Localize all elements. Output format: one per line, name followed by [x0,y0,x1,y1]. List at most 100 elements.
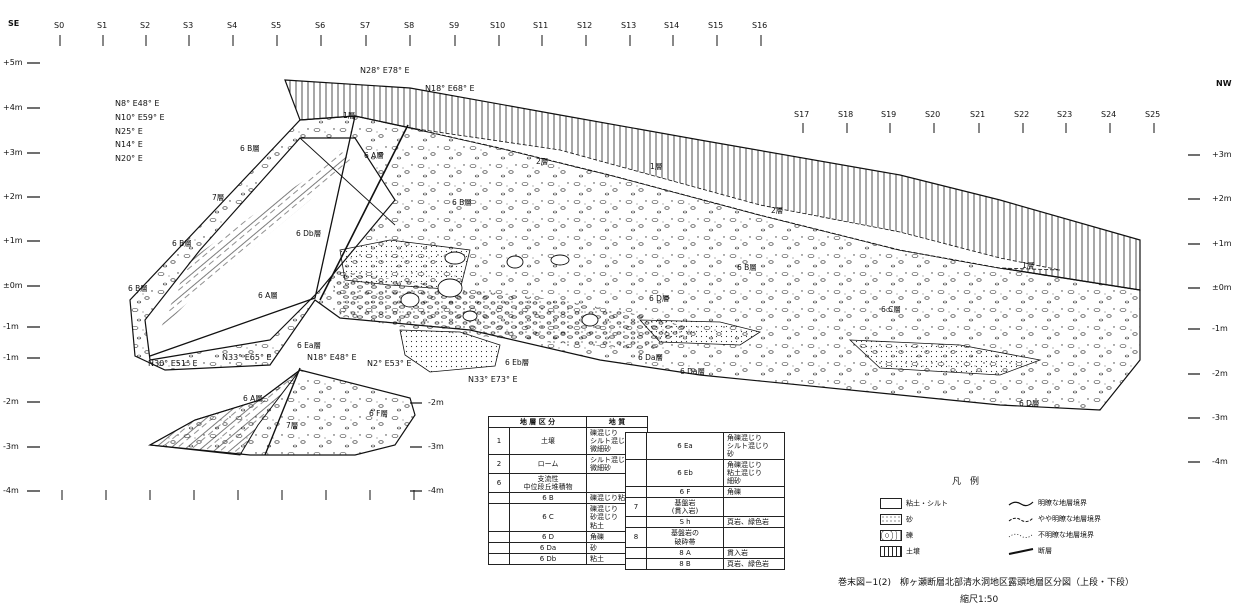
station-label: S15 [708,21,724,30]
table-header: 地 層 区 分 地 質 [488,415,648,429]
bedrock-wedge-upper [144,137,396,361]
level-label: -3m [1212,413,1228,422]
table-cell: 8 B [646,557,724,570]
bedrock-streaks-upper [160,150,350,330]
top-station-ticks [59,35,762,46]
legend-item-clay: 粘土・シルト [880,498,948,509]
orientation-annotation: N30° E51° E [148,359,198,368]
layer-label: 6 C層 [881,305,901,314]
legend-label: 断層 [1038,547,1052,555]
lower-station-ticks [802,123,1155,133]
station-label: S8 [404,21,415,30]
legend-item-unclear-boundary: 不明瞭な地層境界 [1008,530,1094,540]
level-label: +3m [1212,150,1232,159]
station-label: S4 [227,21,238,30]
legend-item-soil: 土壌 [880,546,920,557]
layer-label: 6 Da層 [680,367,706,376]
strike-label: N20° E [115,154,143,163]
left-level-dashes [27,62,40,492]
station-label: S9 [449,21,460,30]
station-label: S21 [970,110,986,119]
station-label: S7 [360,21,371,30]
table-cell: 基盤岩 (貫入岩) [646,497,724,518]
table-cell [625,459,647,488]
level-label: -2m [1212,369,1228,378]
stratigraphy-table-left: 地 層 区 分 地 質 1 土壌 礫混じり シルト混じり 微細砂 2 ローム シ… [488,415,648,565]
table-cell: 6 D [509,530,587,543]
table-header-cell: 地 層 区 分 [488,415,587,429]
fault-line-2 [299,137,396,226]
table-cell [723,527,785,548]
table-cell: 頁岩、緑色岩 [723,516,785,529]
soil-swatch [880,546,902,557]
level-label: ±0m [1212,283,1232,292]
legend-item-sand: 砂 [880,514,913,525]
orientation-annotation: N33° E73° E [468,375,518,384]
table-cell [625,557,647,570]
station-label: S1 [97,21,108,30]
level-label: +1m [1212,239,1232,248]
layer-label: 6 B層 [737,263,757,272]
table-cell [488,492,510,505]
layer-label: 2層 [536,157,549,166]
clay-swatch [880,498,902,509]
table-cell: 1 [488,427,510,456]
table-cell: 角礫 [723,486,785,499]
orientation-annotation: N33° E65° E [222,353,272,362]
table-row: 1 土壌 礫混じり シルト混じり 微細砂 [488,427,648,456]
table-cell [723,497,785,518]
orientation-nw: NW [1216,79,1232,88]
unclear-boundary-icon [1008,533,1034,538]
table-cell: 7 [625,497,647,518]
strike-label: N10° E59° E [115,113,165,122]
legend-label: 明瞭な地層境界 [1038,499,1087,507]
fault-line-lower [264,367,301,456]
level-label: -4m [1212,457,1228,466]
gravel-swatch [880,530,902,541]
station-label: S10 [490,21,506,30]
table-cell: 基盤岩の 破砕帯 [646,527,724,548]
station-label: S17 [794,110,810,119]
layer-label: 6 B層 [240,144,260,153]
layer-label: 6 A層 [243,394,263,403]
table-cell [625,486,647,499]
table-row: 6 C 礫混じり 砂混じり 粘土 [488,503,648,532]
level-label: +4m [3,103,23,112]
level-label: +2m [1212,194,1232,203]
table-row: 6 Ea 角礫混じり シルト混じり 砂 [625,431,785,461]
table-header-cell: 地 質 [586,415,648,429]
layer-label: 1層 [650,162,663,171]
table-cell: 角礫混じり シルト混じり 砂 [723,431,785,461]
layer-label: 6 B層 [452,198,472,207]
table-cell: 頁岩、緑色岩 [723,557,785,570]
level-label: -3m [3,442,19,451]
level-label: -1m [3,353,19,362]
table-row: 6 支流性 中位段丘堆積物 [488,473,648,494]
table-row: 6 B 礫混じり粘土 [488,492,648,505]
level-label: -3m [428,442,444,451]
bottom-ticks [61,490,415,500]
level-label: -4m [3,486,19,495]
clear-boundary-icon [1008,501,1034,506]
layer-label: 1層 [343,111,356,120]
legend: 粘土・シルト 砂 礫 土壌 明瞭な地層境界 やや明瞭な地層境界 不明瞭な地層境界… [880,498,1130,568]
legend-title: 凡 例 [952,477,980,487]
station-label: S13 [621,21,637,30]
table-row: 6 Da 砂 [488,541,648,554]
legend-label: 礫 [906,531,913,540]
station-label: S25 [1145,110,1161,119]
legend-label: 砂 [906,515,913,524]
station-label: S0 [54,21,65,30]
table-row: 7 基盤岩 (貫入岩) [625,497,785,518]
layer-label: 6 A層 [364,151,384,160]
table-cell: 6 Eb [646,459,724,488]
level-label: ±0m [3,281,23,290]
table-row: 2 ローム シルト混じり 微細砂 [488,454,648,475]
table-cell: 6 Db [509,552,587,565]
table-cell [488,503,510,532]
table-cell: 6 F [646,486,724,499]
station-label: S22 [1014,110,1030,119]
sand-swatch [880,514,902,525]
legend-label: 粘土・シルト [906,499,948,508]
